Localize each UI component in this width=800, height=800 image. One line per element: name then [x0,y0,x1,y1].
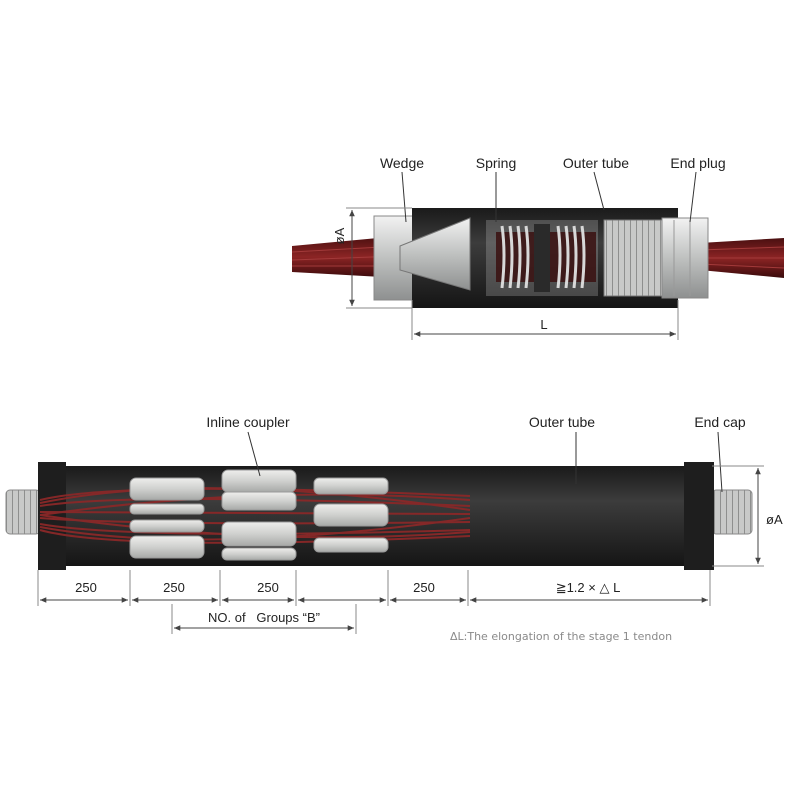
coupler-group-3 [313,477,389,553]
top-dim-length: L [411,300,679,340]
label-outer-tube-top: Outer tube [563,155,629,171]
top-dim-length-label: L [540,317,547,332]
label-end-cap: End cap [694,414,746,430]
dim-elongation: ≧1.2 × △ L [556,580,621,595]
dim-250-4: 250 [413,580,435,595]
end-plug-thread [603,219,663,297]
top-dim-diameter-label: øA [332,227,347,244]
right-threaded-end [711,489,753,535]
label-outer-tube-bottom: Outer tube [529,414,595,430]
bottom-outer-tube [466,466,688,566]
label-inline-coupler: Inline coupler [206,414,290,430]
coupler-group-1 [129,477,205,559]
label-spring: Spring [476,155,516,171]
top-dim-diameter: øA [332,207,412,309]
dim-250-3: 250 [257,580,279,595]
dim-groups: NO. of Groups “B” [208,610,320,625]
wedge-cone [399,217,471,291]
bottom-dim-diameter: øA [712,465,783,567]
end-cap [684,462,714,570]
label-end-plug: End plug [670,155,725,171]
label-wedge: Wedge [380,155,424,171]
end-plug-head [661,217,709,299]
spring [496,224,596,292]
bottom-assembly: Inline coupler Outer tube End cap øA [5,414,783,643]
dim-250-1: 250 [75,580,97,595]
top-assembly: Wedge Spring Outer tube End plug øA L [291,155,785,340]
dim-250-2: 250 [163,580,185,595]
left-threaded-end [5,489,41,535]
coupler-group-2 [221,469,297,561]
bottom-dim-diameter-label: øA [766,512,783,527]
elongation-note: ΔL:The elongation of the stage 1 tendon [450,630,672,643]
top-strand-right [699,238,785,278]
